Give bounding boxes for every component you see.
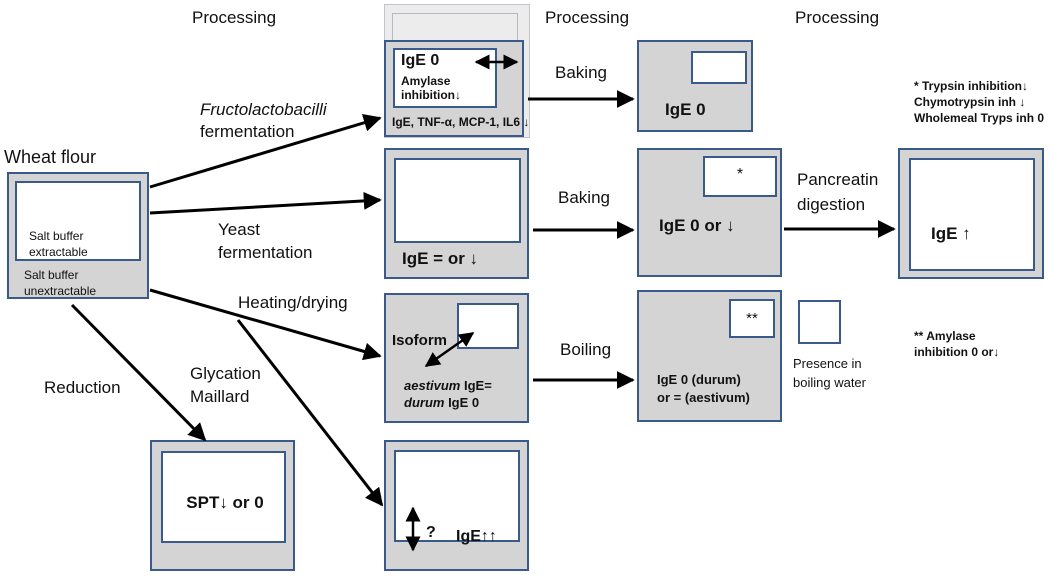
boiling-water-line2: boiling water <box>793 375 866 390</box>
reduced-spt-text: SPT↓ or 0 <box>186 493 264 512</box>
fructolactobacilli-label: Fructolactobacilli <box>200 100 327 119</box>
digestion-label: digestion <box>797 195 866 214</box>
boiling-water-line1: Presence in <box>793 356 862 371</box>
glycation-label: Glycation <box>190 364 261 383</box>
aestivum-text: aestivum IgE= <box>404 378 492 393</box>
amylase-note: ** Amylase inhibition 0 or↓ <box>914 328 999 360</box>
wheat-flour-box: Salt buffer extractable Salt buffer unex… <box>7 172 149 299</box>
wheat-flour-title: Wheat flour <box>4 147 97 167</box>
reduction-label: Reduction <box>44 378 121 397</box>
trypsin-note-line3: Wholemeal Tryps inh 0 <box>914 111 1045 126</box>
pancreatin-label: Pancreatin <box>797 170 879 189</box>
baked-box-1-inner <box>691 51 747 84</box>
glycated-inner-box: ? IgE↑↑ <box>394 450 520 545</box>
fructo-fermented-inner-box: IgE 0 Amylase inhibition↓ <box>393 48 497 108</box>
aestivum-ige: IgE= <box>460 378 492 393</box>
trypsin-note-line1: * Trypsin inhibition↓ <box>914 79 1028 93</box>
glycated-ige-text: IgE↑↑ <box>456 528 497 545</box>
glycated-question-mark: ? <box>426 524 436 541</box>
fructo-ige-text: IgE 0 <box>401 52 440 69</box>
yeast-fermented-inner-box <box>394 158 521 243</box>
processing-header-1: Processing <box>192 8 277 27</box>
baked-box-2: * IgE 0 or ↓ <box>637 148 782 277</box>
baked-box-2-inner: * <box>703 156 777 197</box>
boiling-water-box <box>798 300 841 344</box>
extractable-label: Salt buffer extractable <box>29 229 88 259</box>
boiled-inner-box: ** <box>729 299 775 338</box>
yeast-fermented-box: IgE = or ↓ <box>384 148 529 279</box>
arrow-isoform-exchange <box>424 331 475 368</box>
amylase-note-line2: inhibition 0 or↓ <box>914 345 1000 360</box>
digested-ige-text: IgE ↑ <box>931 224 971 243</box>
amylase-note-line1: ** Amylase <box>914 329 976 343</box>
baking-label-2: Baking <box>558 188 610 207</box>
arrow-to-heated <box>149 288 382 361</box>
unextractable-label: Salt buffer unextractable <box>24 268 97 298</box>
yeast-fermentation-label: fermentation <box>218 243 313 262</box>
durum-text: durum IgE 0 <box>404 395 479 410</box>
boiled-aestivum-text: or = (aestivum) <box>657 390 750 405</box>
reduced-box: SPT↓ or 0 <box>150 440 295 571</box>
cytokines-text: IgE, TNF-α, MCP-1, IL6 ↓ <box>392 115 530 129</box>
boiled-box: ** IgE 0 (durum) or = (aestivum) <box>637 290 782 422</box>
wheat-flour-extractable-box: Salt buffer extractable <box>15 181 141 261</box>
trypsin-note: * Trypsin inhibition↓ Chymotrypsin inh ↓… <box>914 78 1044 127</box>
arrow-to-fructo <box>149 114 382 189</box>
arrow-to-glycated <box>236 319 384 507</box>
baked-2-asterisk: * <box>736 166 744 183</box>
arrow-to-reduced <box>70 303 207 442</box>
processing-header-3: Processing <box>795 8 880 27</box>
yeast-ige-text: IgE = or ↓ <box>402 249 479 268</box>
baking-label-1: Baking <box>555 63 607 82</box>
heating-drying-label: Heating/drying <box>238 293 348 312</box>
durum-species: durum <box>404 395 445 410</box>
baked-1-ige-text: IgE 0 <box>665 100 706 119</box>
boiled-double-asterisk: ** <box>746 310 758 327</box>
amylase-inhibition-text: inhibition↓ <box>401 88 461 102</box>
trypsin-note-line2: Chymotrypsin inh ↓ <box>914 95 1026 110</box>
arrow-to-yeast <box>149 191 382 215</box>
maillard-label: Maillard <box>190 387 250 406</box>
boiled-durum-text: IgE 0 (durum) <box>657 372 741 387</box>
baked-2-ige-text: IgE 0 or ↓ <box>659 216 735 235</box>
fermentation-label: fermentation <box>200 122 295 141</box>
digested-inner-box: IgE ↑ <box>909 158 1035 271</box>
processing-header-2: Processing <box>545 8 630 27</box>
amylase-text: Amylase <box>401 74 451 88</box>
aestivum-species: aestivum <box>404 378 461 393</box>
fructo-fermented-box: IgE 0 Amylase inhibition↓ IgE, TNF-α, MC… <box>384 40 529 137</box>
baked-box-1: IgE 0 <box>637 40 753 132</box>
yeast-label: Yeast <box>218 220 260 239</box>
heated-box: Isoform aestivum IgE= durum IgE 0 <box>384 293 529 423</box>
digested-box: IgE ↑ <box>898 148 1044 279</box>
durum-ige: IgE 0 <box>444 395 480 410</box>
boiling-label: Boiling <box>560 340 612 359</box>
reduced-inner-box: SPT↓ or 0 <box>161 451 286 543</box>
